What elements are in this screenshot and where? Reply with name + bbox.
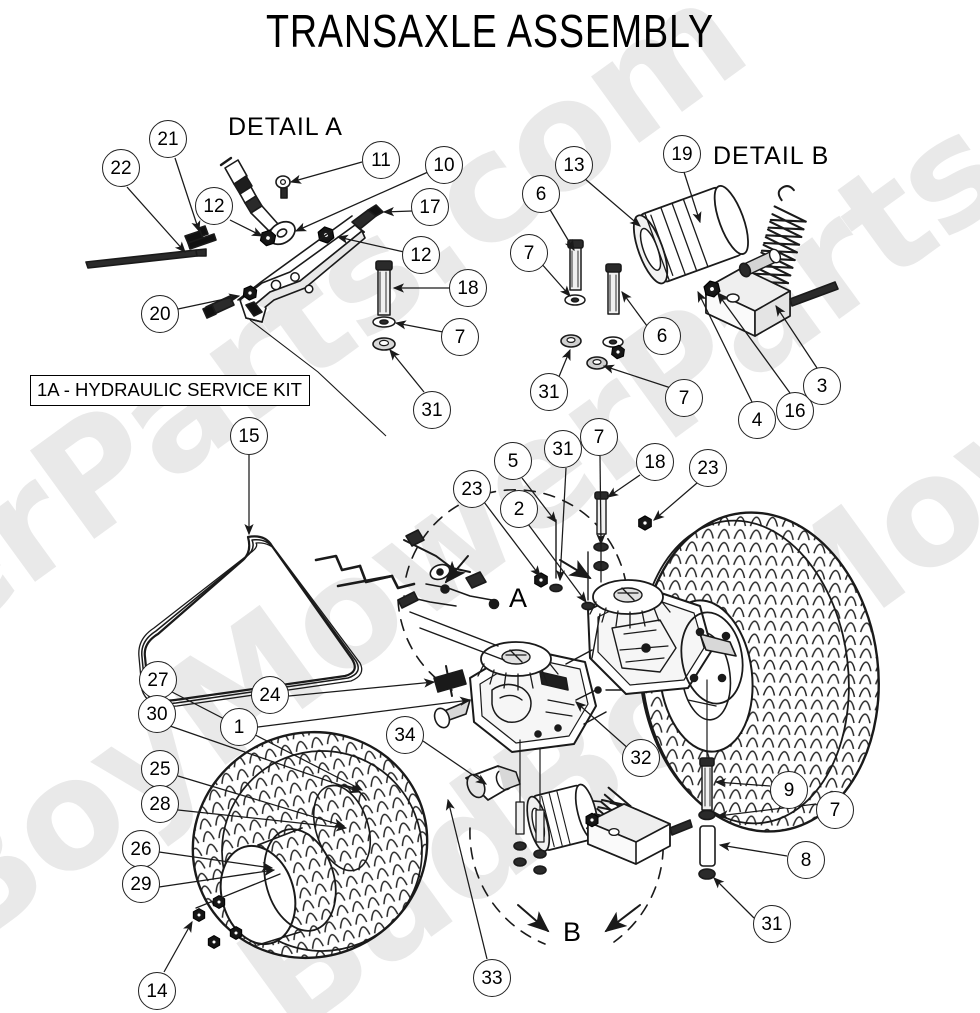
callout-bubble-31[interactable]: 31 bbox=[530, 373, 568, 411]
page-title: TRANSAXLE ASSEMBLY bbox=[265, 5, 715, 57]
callout-bubble-23[interactable]: 23 bbox=[453, 470, 491, 508]
callout-bubble-9[interactable]: 9 bbox=[770, 771, 808, 809]
callout-bubble-31[interactable]: 31 bbox=[413, 391, 451, 429]
callout-bubble-31[interactable]: 31 bbox=[544, 430, 582, 468]
right-transaxle bbox=[587, 579, 744, 705]
callout-bubble-7[interactable]: 7 bbox=[510, 234, 548, 272]
callout-bubble-32[interactable]: 32 bbox=[622, 739, 660, 777]
callout-bubble-6[interactable]: 6 bbox=[643, 317, 681, 355]
callout-bubble-16[interactable]: 16 bbox=[776, 392, 814, 430]
lower-filter-group bbox=[513, 739, 693, 875]
callout-bubble-24[interactable]: 24 bbox=[251, 676, 289, 714]
callout-bubble-19[interactable]: 19 bbox=[663, 135, 701, 173]
callout-bubble-30[interactable]: 30 bbox=[138, 695, 176, 733]
section-marker-b: B bbox=[563, 917, 582, 947]
left-rear-tire bbox=[191, 730, 429, 960]
callout-bubble-26[interactable]: 26 bbox=[122, 830, 160, 868]
callout-bubble-10[interactable]: 10 bbox=[425, 146, 463, 184]
callout-bubble-33[interactable]: 33 bbox=[473, 959, 511, 997]
callout-bubble-6[interactable]: 6 bbox=[522, 175, 560, 213]
callout-bubble-12[interactable]: 12 bbox=[402, 236, 440, 274]
callout-bubble-34[interactable]: 34 bbox=[386, 716, 424, 754]
left-transaxle bbox=[433, 641, 597, 753]
callout-bubble-7[interactable]: 7 bbox=[816, 791, 854, 829]
right-rear-tire bbox=[638, 511, 880, 833]
callout-bubble-23[interactable]: 23 bbox=[689, 449, 727, 487]
lug-nuts bbox=[192, 873, 281, 950]
detail-a-artwork bbox=[85, 156, 396, 351]
detail-a-heading: DETAIL A bbox=[228, 113, 343, 141]
section-marker-a: A bbox=[509, 583, 528, 613]
callout-bubble-2[interactable]: 2 bbox=[500, 490, 538, 528]
callout-bubble-29[interactable]: 29 bbox=[122, 865, 160, 903]
callout-bubble-22[interactable]: 22 bbox=[102, 149, 140, 187]
callout-bubble-7[interactable]: 7 bbox=[580, 418, 618, 456]
callout-bubble-18[interactable]: 18 bbox=[636, 443, 674, 481]
callout-bubble-8[interactable]: 8 bbox=[787, 841, 825, 879]
callout-bubble-20[interactable]: 20 bbox=[141, 295, 179, 333]
callout-bubble-25[interactable]: 25 bbox=[141, 750, 179, 788]
detail-b-heading: DETAIL B bbox=[713, 142, 830, 170]
callout-bubble-13[interactable]: 13 bbox=[555, 146, 593, 184]
hydraulic-service-kit-label: 1A - HYDRAULIC SERVICE KIT bbox=[30, 375, 310, 406]
callout-bubble-5[interactable]: 5 bbox=[494, 442, 532, 480]
callout-bubble-31[interactable]: 31 bbox=[753, 905, 791, 943]
callout-bubble-28[interactable]: 28 bbox=[141, 785, 179, 823]
callout-bubble-15[interactable]: 15 bbox=[230, 417, 268, 455]
callout-bubble-7[interactable]: 7 bbox=[441, 318, 479, 356]
callout-bubble-11[interactable]: 11 bbox=[362, 141, 400, 179]
callout-bubble-1[interactable]: 1 bbox=[220, 708, 258, 746]
control-linkage bbox=[314, 554, 416, 590]
callout-bubble-4[interactable]: 4 bbox=[738, 401, 776, 439]
callout-bubble-12[interactable]: 12 bbox=[195, 187, 233, 225]
callout-bubble-14[interactable]: 14 bbox=[138, 972, 176, 1010]
callout-bubble-17[interactable]: 17 bbox=[411, 188, 449, 226]
main-assembly-artwork bbox=[138, 488, 880, 960]
callout-bubble-21[interactable]: 21 bbox=[149, 120, 187, 158]
callout-bubble-7[interactable]: 7 bbox=[665, 379, 703, 417]
callout-bubble-27[interactable]: 27 bbox=[139, 661, 177, 699]
callout-bubble-3[interactable]: 3 bbox=[803, 367, 841, 405]
right-hardware-stack bbox=[698, 679, 716, 880]
callout-bubble-18[interactable]: 18 bbox=[449, 269, 487, 307]
